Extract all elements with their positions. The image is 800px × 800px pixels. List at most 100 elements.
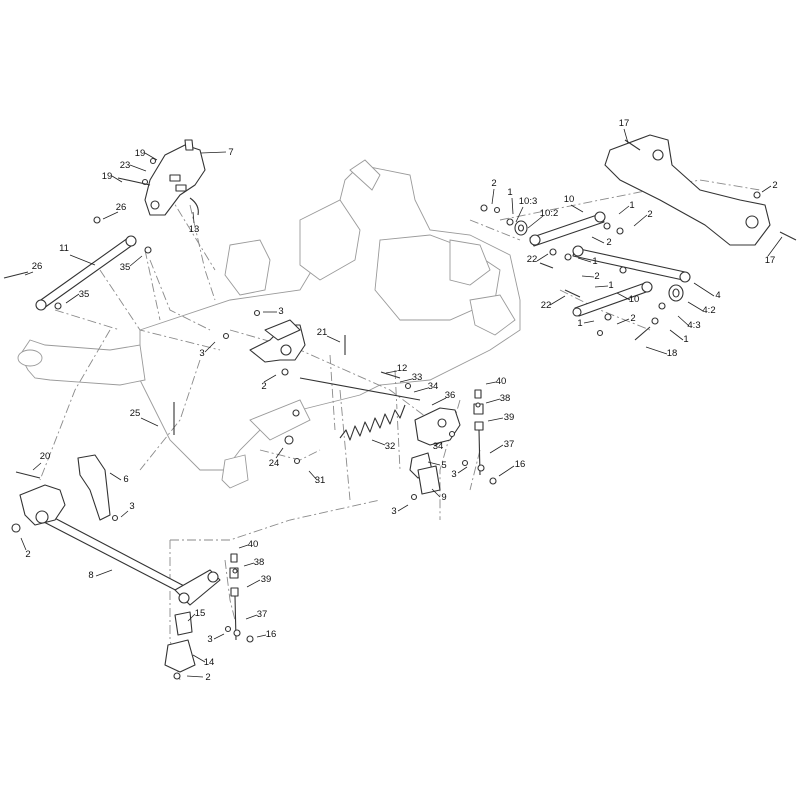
leader-line [144, 152, 158, 161]
callout-40a: 40 [496, 376, 507, 387]
callout-19a: 19 [135, 148, 146, 159]
leader-line [129, 255, 143, 267]
leader-line [687, 301, 704, 312]
leader-line [385, 370, 398, 374]
callout-10a: 10 [564, 194, 575, 205]
callout-15: 15 [195, 608, 206, 619]
leader-line [263, 374, 277, 383]
block-part-14 [164, 611, 196, 673]
callout-12: 12 [397, 363, 408, 374]
callout-1f: 1 [683, 334, 688, 345]
leader-line [498, 465, 515, 477]
right-pivot-bracket [414, 407, 461, 446]
leader-line [594, 285, 609, 288]
callout-2f: 2 [630, 313, 635, 324]
callout-39a: 39 [504, 412, 515, 423]
leader-line [140, 417, 159, 427]
leader-line [491, 188, 495, 205]
link-part-10-lower [572, 245, 691, 283]
callout-34a: 34 [428, 381, 439, 392]
callout-19b: 19 [102, 171, 113, 182]
callout-2g: 2 [261, 381, 266, 392]
leader-line [645, 346, 668, 355]
leader-line [549, 295, 566, 306]
callout-32: 32 [385, 441, 396, 452]
callout-35a: 35 [120, 262, 131, 273]
rod-part-12 [299, 377, 421, 401]
callout-3a: 3 [278, 306, 283, 317]
callout-37b: 37 [257, 609, 268, 620]
callout-2h: 2 [25, 549, 30, 560]
bushing-part-10-2 [514, 220, 528, 236]
leader-line [243, 562, 255, 567]
callout-40b: 40 [248, 539, 259, 550]
leader-line [245, 614, 258, 620]
link-part-10-bottom [572, 281, 653, 317]
rod-assembly-left [229, 553, 241, 641]
callout-10-3: 10:3 [519, 196, 538, 207]
leader-line [767, 236, 783, 257]
callout-3b: 3 [199, 348, 204, 359]
leader-line [397, 504, 409, 512]
leader-line [109, 472, 122, 481]
callout-leaders [20, 128, 783, 678]
leader-line [527, 215, 544, 229]
leader-line [186, 675, 204, 678]
main-frame [17, 159, 521, 489]
leader-line [371, 439, 386, 446]
leader-line [485, 381, 497, 385]
callout-5: 5 [441, 460, 446, 471]
callout-3d: 3 [129, 501, 134, 512]
callout-34b: 34 [433, 441, 444, 452]
leader-line [95, 569, 113, 577]
leader-line [485, 398, 501, 404]
callout-2b: 2 [647, 209, 652, 220]
leader-line [413, 387, 429, 393]
leader-line [256, 634, 267, 638]
leader-line [20, 537, 27, 551]
link-arm-part-11 [35, 235, 137, 311]
callout-31: 31 [315, 475, 326, 486]
phantom-lines [39, 179, 761, 681]
callout-16b: 16 [266, 629, 277, 640]
callout-17b: 17 [765, 255, 776, 266]
callout-4-2: 4:2 [702, 305, 715, 316]
callout-10-2: 10:2 [540, 208, 559, 219]
callout-26b: 26 [32, 261, 43, 272]
callout-2i: 2 [205, 672, 210, 683]
leader-line [32, 462, 42, 471]
block-part-9 [409, 452, 441, 495]
leader-line [111, 175, 123, 183]
leader-line [192, 654, 206, 663]
callout-39b: 39 [261, 574, 272, 585]
cross-shaft-part-8 [39, 512, 221, 606]
leader-line [65, 293, 80, 304]
callout-36: 36 [445, 390, 456, 401]
callout-35b: 35 [79, 289, 90, 300]
callout-26a: 26 [116, 202, 127, 213]
callout-25: 25 [130, 408, 141, 419]
callout-4-3: 4:3 [687, 320, 700, 331]
callout-33: 33 [412, 372, 423, 383]
leader-line [275, 447, 284, 459]
callout-17: 17 [619, 118, 630, 129]
callout-23: 23 [120, 160, 131, 171]
leader-line [623, 128, 629, 144]
callout-1b: 1 [629, 200, 634, 211]
leader-line [120, 510, 129, 518]
leader-line [399, 378, 413, 383]
callout-6: 6 [123, 474, 128, 485]
leader-line [761, 185, 772, 193]
callout-9: 9 [441, 492, 446, 503]
leader-line [431, 397, 447, 406]
bracket-part-7 [144, 139, 206, 216]
leader-line [24, 271, 34, 276]
leader-line [192, 211, 195, 224]
callout-13: 13 [189, 224, 200, 235]
leader-line [69, 254, 96, 266]
leader-line [213, 633, 225, 640]
callout-16a: 16 [515, 459, 526, 470]
leader-line [487, 417, 504, 422]
leader-line [591, 236, 605, 244]
callout-7: 7 [228, 147, 233, 158]
